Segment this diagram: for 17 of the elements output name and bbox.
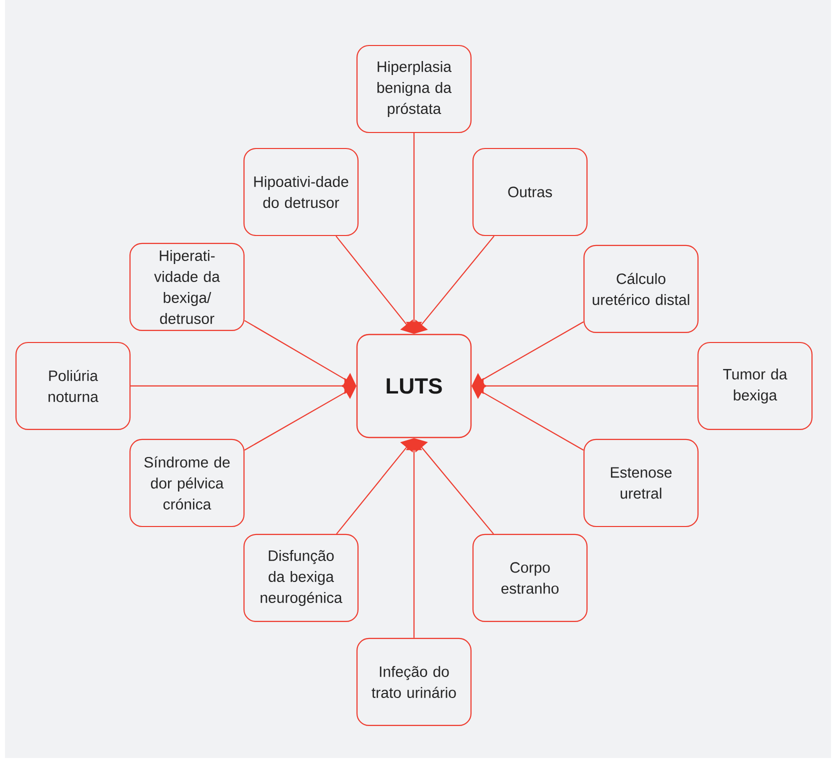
cause-box: Infeção do trato urinário bbox=[356, 638, 472, 726]
cause-box: Hiperplasia benigna da próstata bbox=[356, 44, 472, 134]
arrow bbox=[336, 236, 414, 334]
cause-box: Corpo estranho bbox=[472, 534, 588, 622]
cause-box: Disfunção da bexiga neurogénica bbox=[243, 534, 359, 622]
arrow bbox=[472, 384, 584, 451]
hub-box: LUTS bbox=[356, 334, 472, 438]
cause-box: Poliúria noturna bbox=[15, 342, 131, 430]
cause-box: Cálculo uretérico distal bbox=[583, 244, 699, 334]
arrow bbox=[414, 236, 494, 334]
arrow bbox=[244, 384, 356, 451]
cause-box: Outras bbox=[472, 148, 588, 236]
cause-box: Síndrome de dor pélvica crónica bbox=[129, 438, 245, 528]
cause-box: Estenose uretral bbox=[583, 438, 699, 528]
cause-box: Tumor da bexiga bbox=[697, 342, 813, 430]
cause-box: Hipoativi-dade do detrusor bbox=[243, 148, 359, 236]
cause-box: Hiperati-vidade da bexiga/ detrusor bbox=[129, 242, 245, 332]
